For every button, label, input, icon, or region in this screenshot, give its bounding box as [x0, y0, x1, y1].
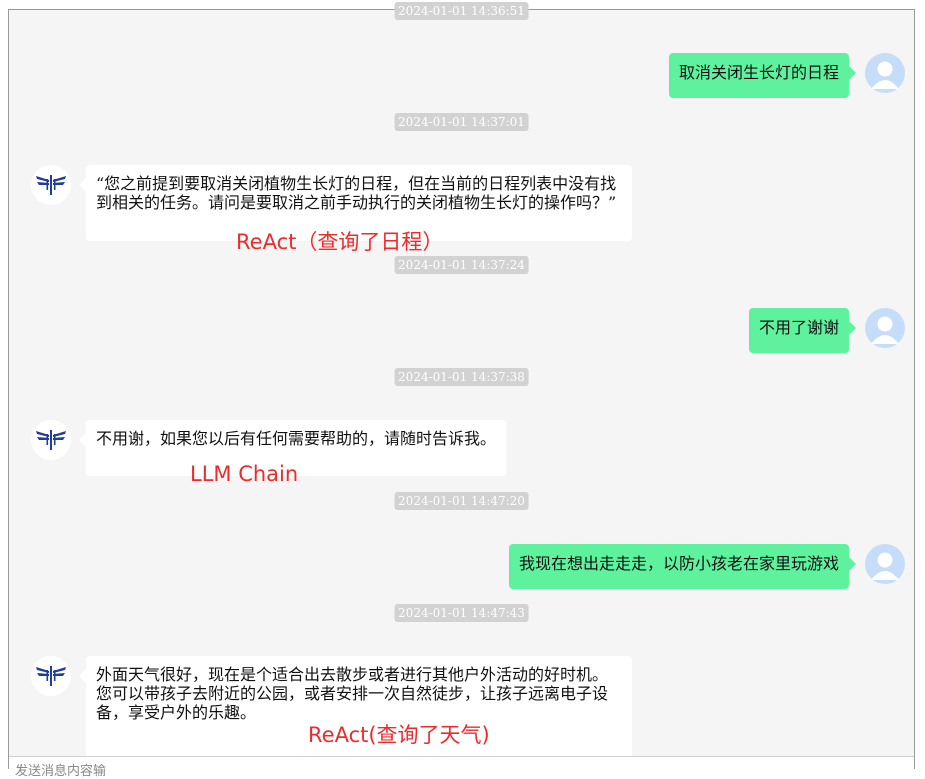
user-avatar-icon — [865, 544, 905, 584]
dragonfly-logo-icon — [31, 165, 71, 205]
bot-message-bubble: “您之前提到要取消关闭植物生长灯的日程，但在当前的日程列表中没有找到相关的任务。… — [79, 165, 632, 241]
message-input-area[interactable]: 发送消息内容输 — [9, 756, 914, 779]
timestamp: 2024-01-01 14:47:20 — [394, 492, 529, 510]
user-avatar-icon — [865, 53, 905, 93]
user-message-bubble: 我现在想出走走走，以防小孩老在家里玩游戏 — [508, 544, 857, 589]
annotation-label: ReAct（查询了日程） — [236, 230, 444, 254]
annotation-label: ReAct(查询了天气) — [308, 723, 490, 747]
user-avatar-icon — [865, 308, 905, 348]
timestamp: 2024-01-01 14:47:43 — [394, 604, 529, 622]
timestamp: 2024-01-01 14:36:51 — [394, 2, 529, 20]
timestamp: 2024-01-01 14:37:01 — [394, 113, 529, 131]
bot-message-bubble: 不用谢，如果您以后有任何需要帮助的，请随时告诉我。 — [79, 420, 506, 476]
dragonfly-logo-icon — [31, 420, 71, 460]
dragonfly-logo-icon — [31, 656, 71, 696]
message-input-placeholder[interactable]: 发送消息内容输 — [15, 764, 107, 779]
bot-message-bubble: 外面天气很好，现在是个适合出去散步或者进行其他户外活动的好时机。您可以带孩子去附… — [79, 656, 632, 766]
timestamp: 2024-01-01 14:37:38 — [394, 368, 529, 386]
user-message-bubble: 不用了谢谢 — [748, 308, 857, 353]
user-message-bubble: 取消关闭生长灯的日程 — [668, 53, 857, 98]
timestamp: 2024-01-01 14:37:24 — [394, 256, 529, 274]
annotation-label: LLM Chain — [190, 462, 299, 486]
chat-window[interactable]: 2024-01-01 14:36:51 取消关闭生长灯的日程 2024-01-0… — [8, 2, 915, 779]
